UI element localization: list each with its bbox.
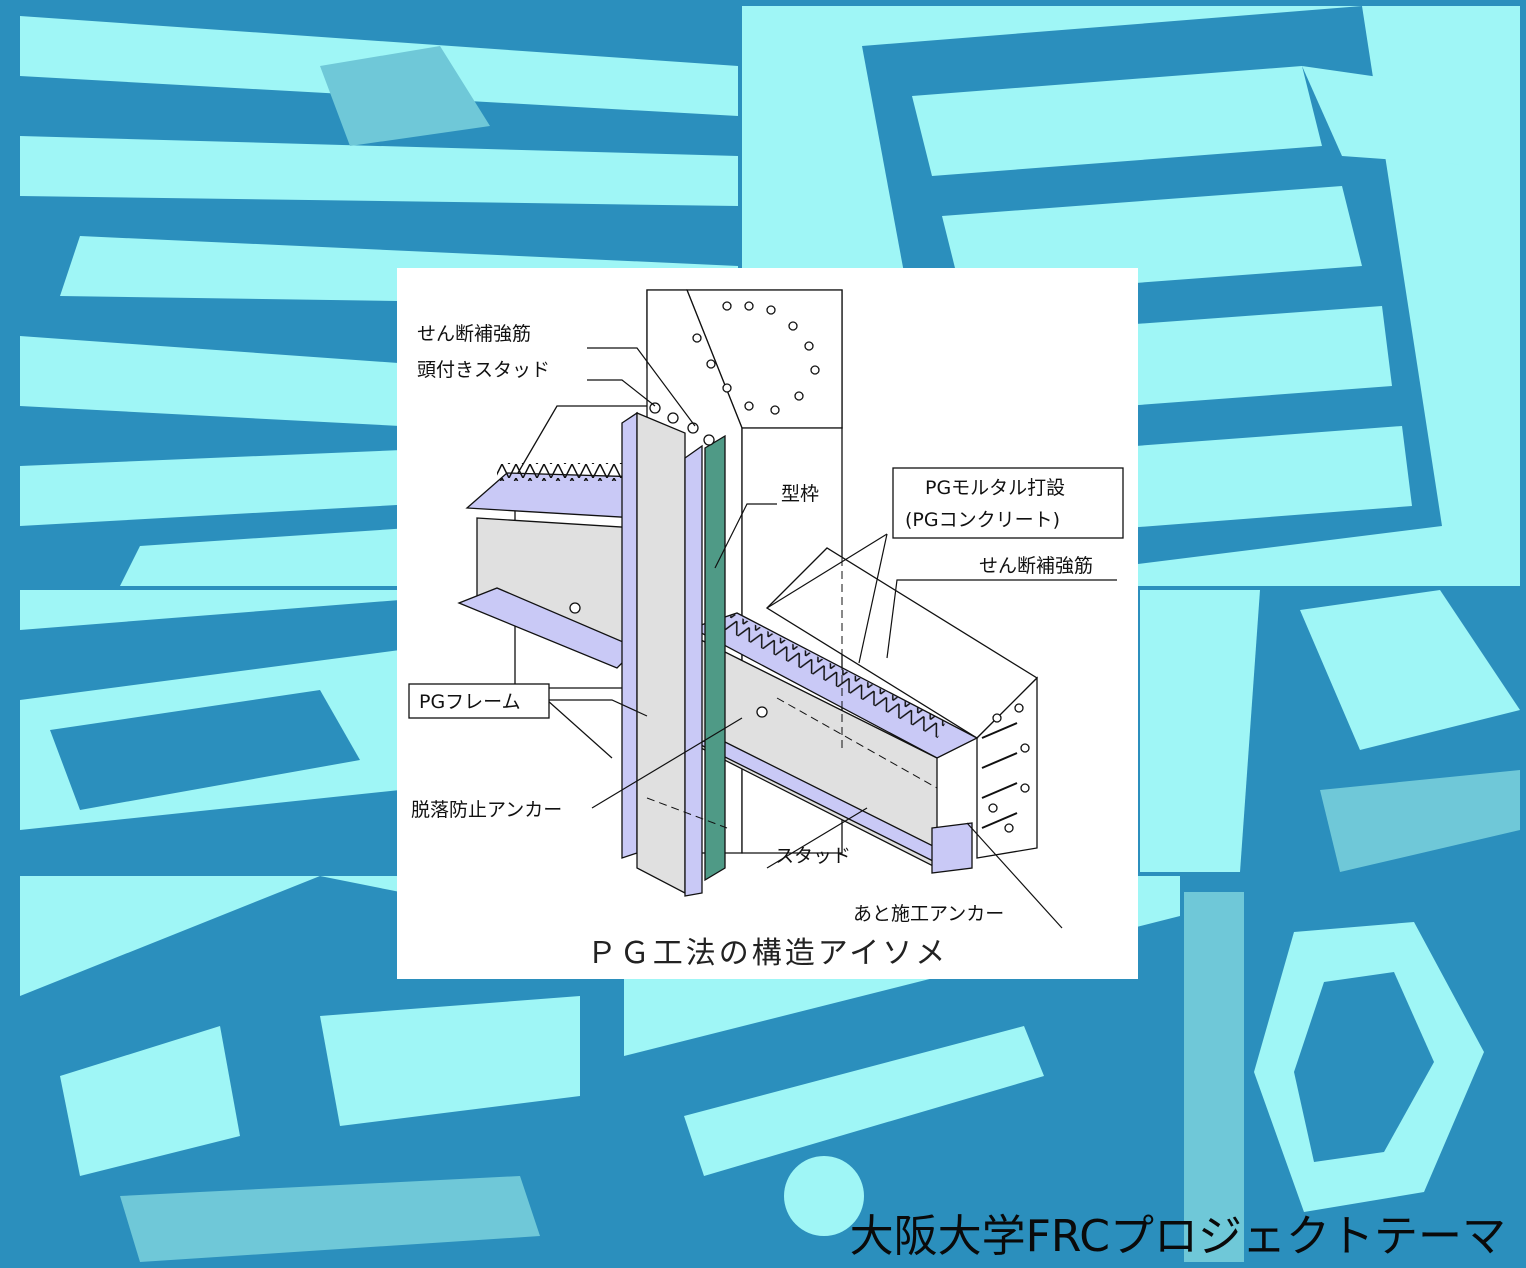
post-anchors [981,722,1018,829]
photo-tile-bottom-left [20,876,620,1262]
label-shear-rebar-right: せん断補強筋 [979,555,1093,577]
leader-lines [546,347,1117,929]
column-rebar-circles [692,301,820,415]
label-pg-frame: PGフレーム [419,691,521,713]
label-anti-fall-anchor: 脱落防止アンカー [411,799,562,821]
label-box-pg-frame [408,683,550,719]
label-stud: スタッド [775,845,851,867]
photo-tile-mid-left [20,590,400,872]
project-theme-title: 大阪大学FRCプロジェクトテーマ [849,1211,1506,1262]
label-pg-mortar-line1: PGモルタル打設 [925,477,1065,499]
label-pg-mortar-line2: (PGコンクリート) [905,509,1060,531]
headed-studs-top [649,402,715,446]
right-beam [690,612,979,874]
isometric-diagram: せん断補強筋 頭付きスタッド 型枠 PGモルタル打設 (PGコンクリート) せん… [408,289,1124,929]
label-post-anchor: あと施工アンカー [853,903,1004,925]
label-headed-stud: 頭付きスタッド [417,359,550,381]
diagram-card: せん断補強筋 頭付きスタッド 型枠 PGモルタル打設 (PGコンクリート) せん… [397,268,1138,979]
photo-tile-bottom-right [1184,892,1520,1262]
photo-tile-mid-right [1140,590,1520,872]
diagram-caption: ＰＧ工法の構造アイソメ [586,936,949,971]
label-formwork: 型枠 [781,483,819,505]
hidden-lines [646,428,938,829]
right-face-rebar-circles [988,703,1030,833]
label-shear-rebar-top: せん断補強筋 [417,323,531,345]
right-concrete-block [765,547,1039,859]
label-box-pg-mortar [892,467,1124,539]
column-pg-frame [621,411,726,897]
